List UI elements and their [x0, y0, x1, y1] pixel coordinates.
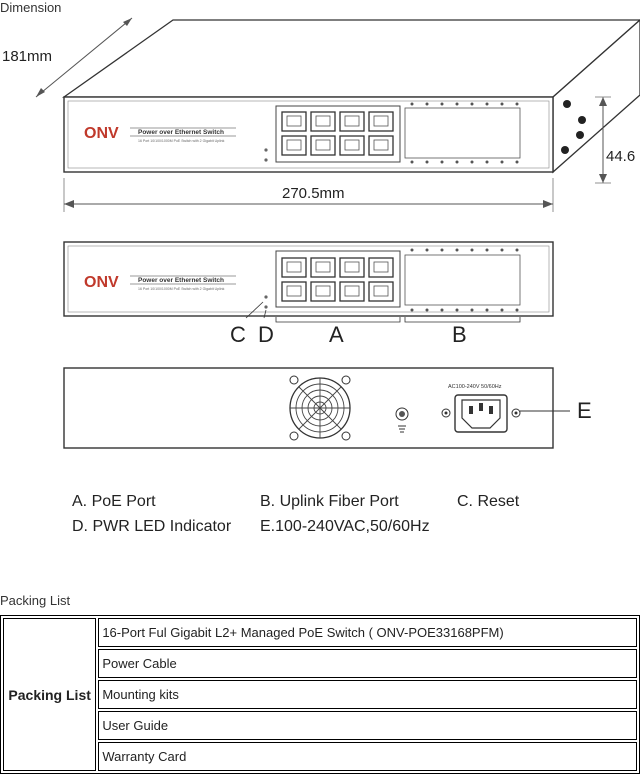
fan-icon — [289, 375, 351, 441]
power-socket-icon — [441, 394, 521, 433]
svg-text:Power over Ethernet Switch: Power over Ethernet Switch — [138, 277, 224, 284]
callout-c: C — [230, 322, 246, 347]
brand-logo: ONV — [84, 125, 119, 142]
legend-a: A. PoE Port — [72, 493, 156, 510]
callout-d: D — [258, 322, 274, 347]
callout-a: A — [329, 322, 344, 347]
packing-header: Packing List — [3, 618, 97, 771]
height-dimension-label: 44.6 — [606, 148, 636, 165]
legend-d: D. PWR LED Indicator — [72, 518, 232, 535]
dimension-title: Dimension — [0, 0, 62, 15]
list-item: Power Cable — [98, 649, 637, 678]
list-item: Warranty Card — [98, 742, 637, 771]
table-row: User Guide — [3, 711, 637, 740]
callout-b: B — [452, 322, 467, 347]
legend-c: C. Reset — [457, 493, 520, 510]
packing-title: Packing List — [0, 593, 71, 608]
table-row: Packing List 16-Port Ful Gigabit L2+ Man… — [3, 618, 637, 771]
legend-e: E.100-240VAC,50/60Hz — [260, 518, 430, 535]
depth-dimension-label: 181mm — [2, 48, 53, 65]
list-item: Mounting kits — [98, 680, 637, 709]
brand-title: Power over Ethernet Switch — [138, 129, 224, 136]
legend-b: B. Uplink Fiber Port — [260, 493, 399, 510]
switch-front-view: ONV Power over Ethernet Switch 16 Port 1… — [63, 241, 554, 323]
reset-button — [264, 295, 268, 299]
svg-text:16 Port 10/100/1000M PoE Switc: 16 Port 10/100/1000M PoE Switch with 2 G… — [138, 139, 225, 143]
pwr-led — [264, 305, 268, 309]
width-dimension — [63, 178, 554, 212]
packing-table: Packing List 16-Port Ful Gigabit L2+ Man… — [0, 615, 640, 774]
table-row: Warranty Card — [3, 742, 637, 771]
svg-text:16 Port 10/100/1000M PoE Switc: 16 Port 10/100/1000M PoE Switch with 2 G… — [138, 287, 225, 291]
front-panel-top: ONV Power over Ethernet Switch 16 Port 1… — [84, 102, 521, 164]
rear-power-label: AC100-240V 50/60Hz — [448, 384, 502, 390]
list-item: 16-Port Ful Gigabit L2+ Managed PoE Swit… — [98, 618, 637, 647]
switch-3d-view — [35, 17, 640, 184]
svg-text:ONV: ONV — [84, 274, 119, 291]
width-dimension-label: 270.5mm — [282, 185, 345, 202]
switch-diagram: ONV Power over Ethernet Switch 16 Port 1… — [35, 17, 640, 449]
table-row: Power Cable — [3, 649, 637, 678]
ground-icon — [395, 407, 409, 433]
table-row: Mounting kits — [3, 680, 637, 709]
list-item: User Guide — [98, 711, 637, 740]
switch-rear-view: AC100-240V 50/60Hz — [63, 367, 570, 449]
callout-e: E — [577, 398, 592, 423]
